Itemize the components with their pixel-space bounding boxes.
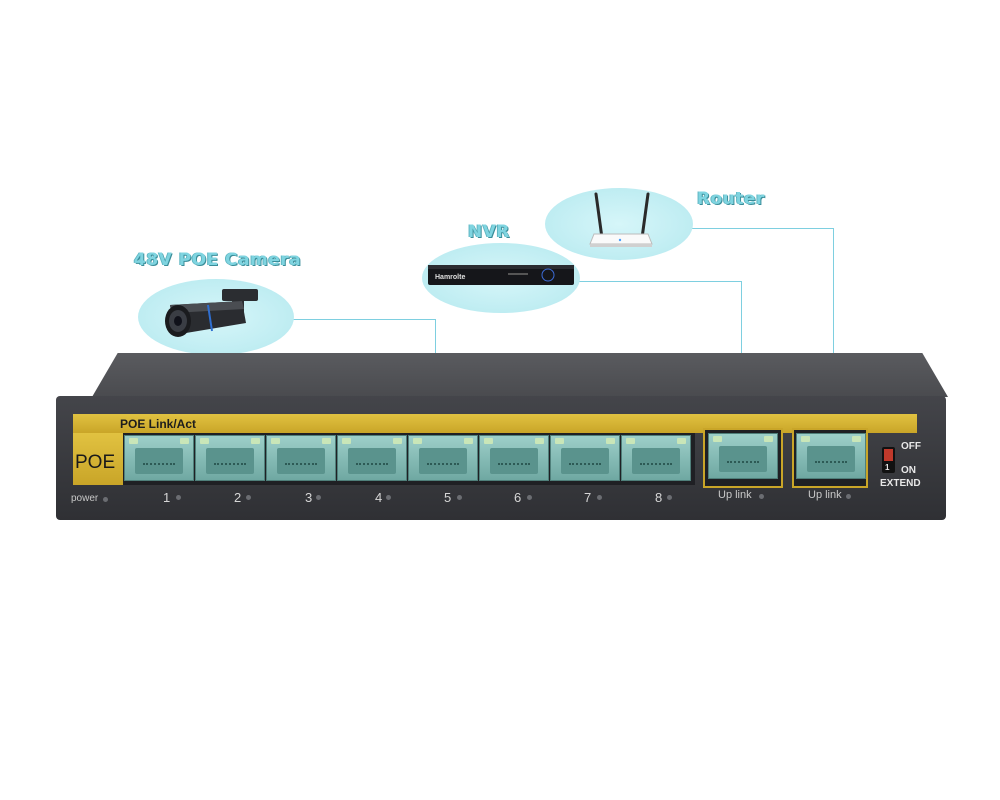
router-bubble — [545, 188, 693, 260]
dip-off-label: OFF — [901, 441, 921, 452]
port-number-6: 6 — [514, 490, 522, 505]
uplink-label-1: Up link — [718, 489, 752, 501]
nvr-wire-h — [578, 281, 742, 282]
nvr-brand-text: Hamrolte — [435, 274, 466, 281]
uplink-status-led-2 — [846, 494, 851, 499]
port-number-1: 1 — [163, 490, 171, 505]
port-status-led-1 — [176, 495, 181, 500]
port-status-led-3 — [316, 495, 321, 500]
port-status-led-6 — [527, 495, 532, 500]
ethernet-port-7[interactable] — [550, 435, 620, 481]
nvr-label: NVR — [468, 222, 510, 242]
port-number-5: 5 — [444, 490, 452, 505]
port-number-3: 3 — [305, 490, 313, 505]
poe-badge-text: POE — [75, 452, 116, 473]
ethernet-port-2[interactable] — [195, 435, 265, 481]
port-number-8: 8 — [655, 490, 663, 505]
port-number-2: 2 — [234, 490, 242, 505]
port-status-led-8 — [667, 495, 672, 500]
port-status-led-2 — [246, 495, 251, 500]
nvr-device-icon — [428, 265, 574, 285]
port-status-led-4 — [386, 495, 391, 500]
ethernet-port-1[interactable] — [124, 435, 194, 481]
gold-label-strip — [73, 414, 917, 433]
poe-badge — [73, 433, 123, 485]
camera-label: 48V POE Camera — [134, 250, 302, 270]
port-number-7: 7 — [584, 490, 592, 505]
router-wire-v — [833, 228, 834, 435]
port-status-led-5 — [457, 495, 462, 500]
router-wire-h — [692, 228, 834, 229]
uplink-port-2[interactable] — [796, 433, 866, 479]
camera-icon — [165, 289, 258, 337]
power-led — [103, 497, 108, 502]
router-icon — [589, 192, 653, 247]
camera-wire-h — [292, 319, 435, 320]
ethernet-port-6[interactable] — [479, 435, 549, 481]
poe-link-act-label: POE Link/Act — [120, 417, 197, 431]
uplink-port-1[interactable] — [708, 433, 778, 479]
router-label: Router — [697, 189, 765, 209]
ethernet-port-5[interactable] — [408, 435, 478, 481]
ethernet-port-3[interactable] — [266, 435, 336, 481]
port-number-4: 4 — [375, 490, 383, 505]
switch-top-panel — [92, 353, 948, 397]
dip-on-label: ON — [901, 465, 916, 476]
ethernet-port-8[interactable] — [621, 435, 691, 481]
dip-position-label: 1 — [885, 463, 890, 472]
port-status-led-7 — [597, 495, 602, 500]
uplink-label-2: Up link — [808, 489, 842, 501]
dip-extend-label: EXTEND — [880, 478, 921, 489]
dip-switch-knob[interactable] — [884, 449, 893, 461]
ethernet-port-4[interactable] — [337, 435, 407, 481]
power-label: power — [71, 493, 99, 504]
uplink-status-led-1 — [759, 494, 764, 499]
